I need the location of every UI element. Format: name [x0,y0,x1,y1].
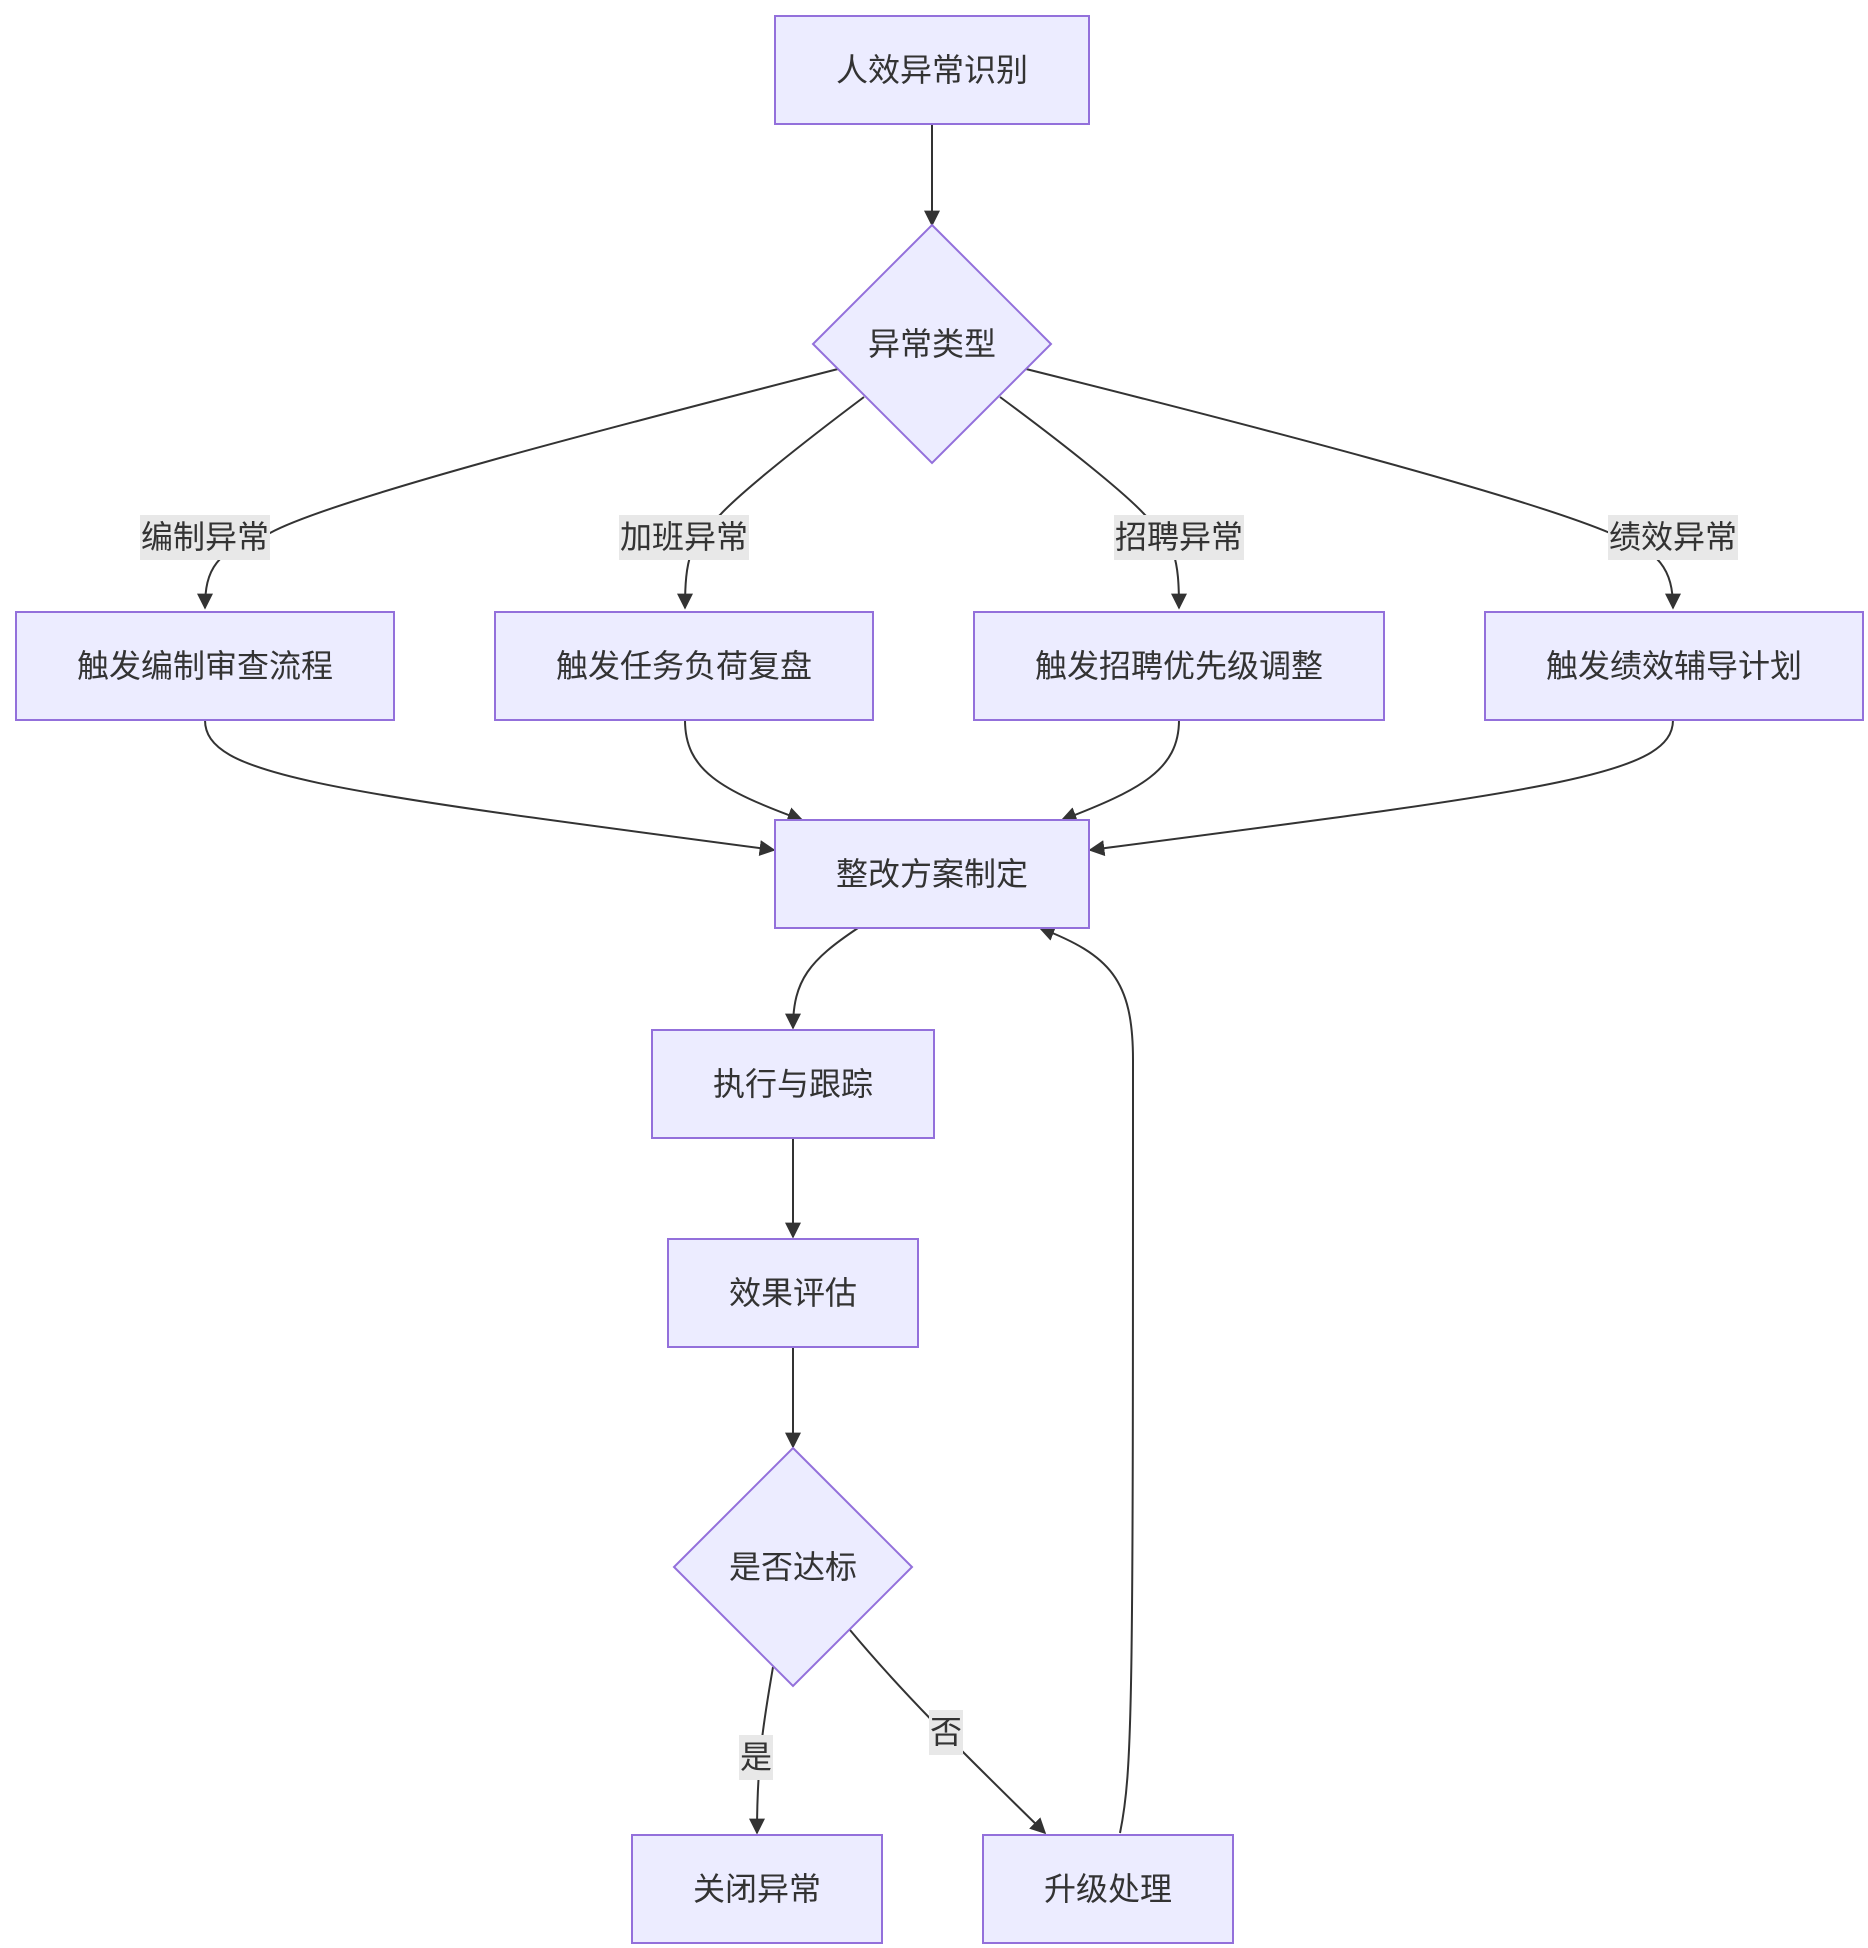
node-workload-review: 触发任务负荷复盘 [494,611,874,721]
edge-type-to-workload [677,396,865,610]
node-evaluate: 效果评估 [667,1238,919,1348]
edge-coaching-to-rectify [1088,719,1674,857]
node-meet-target: 是否达标 [672,1446,914,1688]
svg-text:升级处理: 升级处理 [1044,1870,1172,1908]
edge-headcount-to-rectify [204,719,776,857]
edge-type-to-coaching [1025,368,1681,610]
svg-text:整改方案制定: 整改方案制定 [836,855,1028,893]
edge-label-no: 否 [929,1710,963,1755]
svg-text:是: 是 [740,1738,772,1776]
node-rectify-plan: 整改方案制定 [774,819,1090,929]
node-escalate: 升级处理 [982,1834,1234,1944]
node-execute-track: 执行与跟踪 [651,1029,935,1139]
node-recruit-priority: 触发招聘优先级调整 [973,611,1385,721]
svg-text:异常类型: 异常类型 [868,325,996,363]
svg-text:招聘异常: 招聘异常 [1115,518,1243,556]
edge-labels: 编制异常 加班异常 招聘异常 绩效异常 是 否 [140,515,1738,1780]
edge-type-to-recruit [999,396,1187,610]
svg-text:触发绩效辅导计划: 触发绩效辅导计划 [1546,647,1802,685]
edge-label-recruit: 招聘异常 [1114,515,1244,560]
edge-label-headcount: 编制异常 [140,515,270,560]
nodes: 人效异常识别 异常类型 触发编制审查流程 触发任务负荷复盘 触发招聘优先级调整 … [15,15,1864,1944]
svg-text:编制异常: 编制异常 [141,518,269,556]
svg-text:加班异常: 加班异常 [620,518,748,556]
svg-text:触发招聘优先级调整: 触发招聘优先级调整 [1035,647,1323,685]
edge-label-yes: 是 [739,1735,773,1780]
edge-label-performance: 绩效异常 [1608,515,1738,560]
svg-text:执行与跟踪: 执行与跟踪 [713,1065,873,1103]
edge-escalate-to-rectify [1038,925,1135,1834]
edge-workload-to-rectify [684,719,804,823]
svg-text:人效异常识别: 人效异常识别 [836,51,1028,89]
node-identify: 人效异常识别 [774,15,1090,125]
node-type-decision: 异常类型 [811,223,1053,465]
svg-text:触发编制审查流程: 触发编制审查流程 [77,647,333,685]
svg-text:绩效异常: 绩效异常 [1609,518,1737,556]
svg-text:效果评估: 效果评估 [729,1274,857,1312]
node-close: 关闭异常 [631,1834,883,1944]
edge-recruit-to-rectify [1060,719,1180,823]
edge-label-overtime: 加班异常 [619,515,749,560]
edge-rectify-to-execute [785,927,859,1030]
edge-type-to-headcount [197,368,839,610]
node-headcount-review: 触发编制审查流程 [15,611,395,721]
node-coaching-plan: 触发绩效辅导计划 [1484,611,1864,721]
svg-text:是否达标: 是否达标 [729,1548,857,1586]
svg-text:否: 否 [930,1713,962,1751]
svg-text:触发任务负荷复盘: 触发任务负荷复盘 [556,647,812,685]
svg-text:关闭异常: 关闭异常 [693,1870,821,1908]
